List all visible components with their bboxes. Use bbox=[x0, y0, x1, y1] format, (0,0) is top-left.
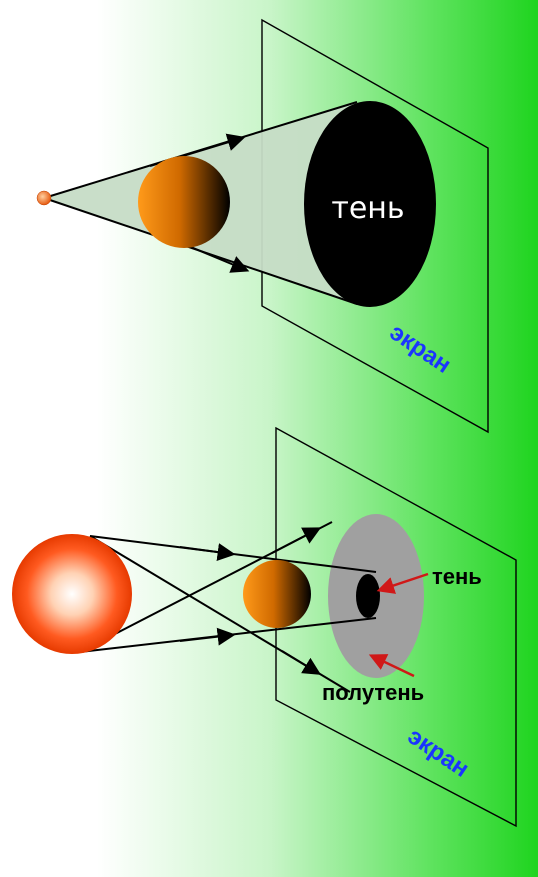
top-diagram: тень экран bbox=[36, 18, 489, 434]
bottom-screen-label: экран bbox=[403, 723, 474, 783]
bottom-ray-1 bbox=[89, 535, 377, 573]
top-shadow-ellipse bbox=[304, 101, 436, 307]
penumbra-pointer-arrow bbox=[368, 654, 415, 678]
bottom-arrow-3 bbox=[281, 650, 322, 675]
bottom-obstacle-ball bbox=[243, 560, 311, 628]
top-shadow-label: тень bbox=[331, 191, 404, 226]
top-screen-label: экран bbox=[385, 319, 456, 379]
bottom-arrow-4 bbox=[271, 527, 322, 554]
penumbra-label: полутень bbox=[322, 680, 424, 705]
umbra-ellipse bbox=[356, 574, 380, 618]
bottom-arrow-2 bbox=[179, 627, 236, 646]
top-obstacle-ball bbox=[138, 156, 230, 248]
point-light-source bbox=[36, 190, 52, 206]
bottom-arrow-1 bbox=[179, 543, 236, 561]
bottom-diagram: тень полутень экран bbox=[12, 426, 517, 828]
extended-light-source bbox=[12, 534, 132, 654]
bottom-shadow-label: тень bbox=[432, 564, 482, 589]
umbra-pointer-arrow bbox=[376, 572, 429, 594]
